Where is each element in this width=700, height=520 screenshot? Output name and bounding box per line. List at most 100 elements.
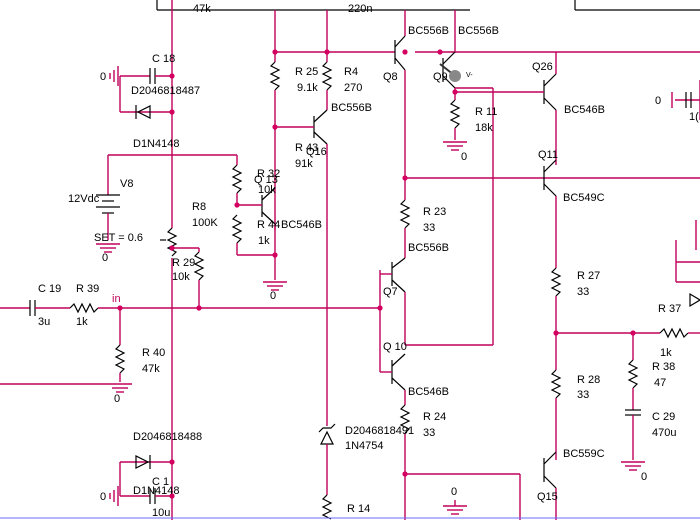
label-r29-val: 10k	[172, 271, 190, 283]
r40-resistor	[108, 308, 132, 393]
label-gnd-c29: 0	[641, 471, 647, 483]
r38-resistor	[627, 359, 639, 410]
label-q7-type: BC556B	[408, 242, 449, 254]
component-labels: 47k 220n BC556B BC556B C 18 D2046818487 …	[38, 3, 699, 519]
label-gnd-c1: 0	[100, 491, 106, 503]
label-d-bot: D2046818488	[133, 431, 202, 443]
gnd-q13	[263, 281, 287, 291]
label-c-top: 220n	[348, 3, 372, 15]
label-c1-val: 10u	[152, 507, 170, 519]
q13-transistor	[237, 187, 276, 280]
r24-resistor	[399, 390, 411, 520]
diode-bottom	[119, 455, 172, 496]
label-r23-val: 33	[423, 222, 435, 234]
label-d1n4148-bot: D1N4148	[133, 485, 179, 497]
label-probe: V-	[466, 72, 473, 79]
label-q15-type: BC559C	[563, 448, 605, 460]
label-q7: Q7	[383, 286, 398, 298]
label-c18: C 18	[152, 53, 175, 65]
label-q16: Q16	[306, 146, 327, 158]
d1n4148-link	[107, 154, 237, 195]
r11-resistor	[443, 99, 467, 151]
label-r32-val: 10k	[258, 184, 276, 196]
label-r28-val: 33	[577, 389, 589, 401]
q8-transistor	[394, 10, 406, 200]
label-r27: R 27	[577, 270, 600, 282]
q9-transistor	[442, 10, 494, 345]
input-line	[0, 270, 381, 372]
gnd-bottom	[443, 500, 467, 515]
label-in: in	[112, 293, 121, 305]
label-q10-type: BC546B	[408, 386, 449, 398]
label-r11-val: 18k	[475, 122, 493, 134]
label-r43-val: 91k	[295, 158, 313, 170]
r25-resistor	[269, 61, 281, 230]
q10-transistor	[380, 344, 493, 391]
c18-capacitor	[109, 66, 172, 86]
label-set: SET = 0.6	[94, 232, 143, 244]
label-gnd-v8: 0	[102, 252, 108, 264]
label-c29-val: 470u	[652, 427, 676, 439]
c29-capacitor	[621, 409, 645, 471]
label-q11-type: BC549C	[563, 192, 605, 204]
diode-top	[119, 76, 172, 119]
label-r4-val: 270	[344, 82, 362, 94]
label-r24-val: 33	[423, 427, 435, 439]
label-d-mid: D2046818491	[345, 425, 414, 437]
label-r8-val: 100K	[192, 217, 218, 229]
label-q13-type: BC546B	[281, 219, 322, 231]
label-r40-val: 47k	[142, 363, 160, 375]
r44-resistor	[231, 214, 275, 256]
r14-resistor	[321, 494, 333, 520]
r8-potentiometer	[160, 227, 178, 257]
r28-resistor	[550, 369, 562, 460]
label-gnd-c18: 0	[100, 71, 106, 83]
label-d-top: D2046818487	[131, 85, 200, 97]
junction-dots	[117, 49, 636, 499]
probe-marker	[439, 63, 461, 82]
label-q16-type: BC556B	[331, 102, 372, 114]
label-r25: R 25	[295, 66, 318, 78]
label-right-cut: 1(	[689, 111, 699, 123]
label-c29: C 29	[652, 411, 675, 423]
label-r44-val: 1k	[258, 235, 270, 247]
label-r37-val: 1k	[660, 347, 672, 359]
label-r39-val: 1k	[76, 316, 88, 328]
label-q8: Q8	[383, 71, 398, 83]
label-q15: Q15	[537, 491, 558, 503]
q11-bias-line	[405, 177, 700, 520]
top-frame	[156, 0, 700, 11]
label-r43: R 43	[295, 142, 318, 154]
label-r39: R 39	[76, 283, 99, 295]
label-r28: R 28	[577, 374, 600, 386]
label-v8: V8	[120, 178, 133, 190]
c1-capacitor	[109, 486, 172, 506]
label-r4: R4	[344, 66, 358, 78]
label-r38: R 38	[652, 361, 675, 373]
label-q9-type: BC556B	[458, 25, 499, 37]
label-r38-val: 47	[654, 377, 666, 389]
label-c19: C 19	[38, 283, 61, 295]
label-q10: Q 10	[383, 341, 407, 353]
label-q11: Q11	[538, 149, 558, 161]
label-r25-val: 9.1k	[297, 82, 318, 94]
label-q9: Q9	[433, 71, 448, 83]
q26-transistor	[455, 52, 557, 165]
r27-resistor	[550, 267, 562, 370]
v8-source	[96, 194, 120, 240]
label-q8-type: BC556B	[408, 25, 449, 37]
r4-resistor	[321, 61, 333, 110]
label-r37: R 37	[658, 303, 681, 315]
label-r23: R 23	[423, 206, 446, 218]
label-v8-val: 12Vdc	[68, 193, 100, 205]
label-d1n4148-top: D1N4148	[133, 138, 179, 150]
q11-transistor	[543, 159, 557, 268]
label-gnd-r40: 0	[114, 393, 120, 405]
q15-transistor	[543, 451, 557, 520]
label-r14: R 14	[347, 503, 370, 515]
label-r32: R 32	[257, 168, 280, 180]
label-gnd-r11: 0	[461, 151, 467, 163]
r32-resistor	[231, 155, 243, 205]
r23-resistor	[399, 199, 411, 258]
